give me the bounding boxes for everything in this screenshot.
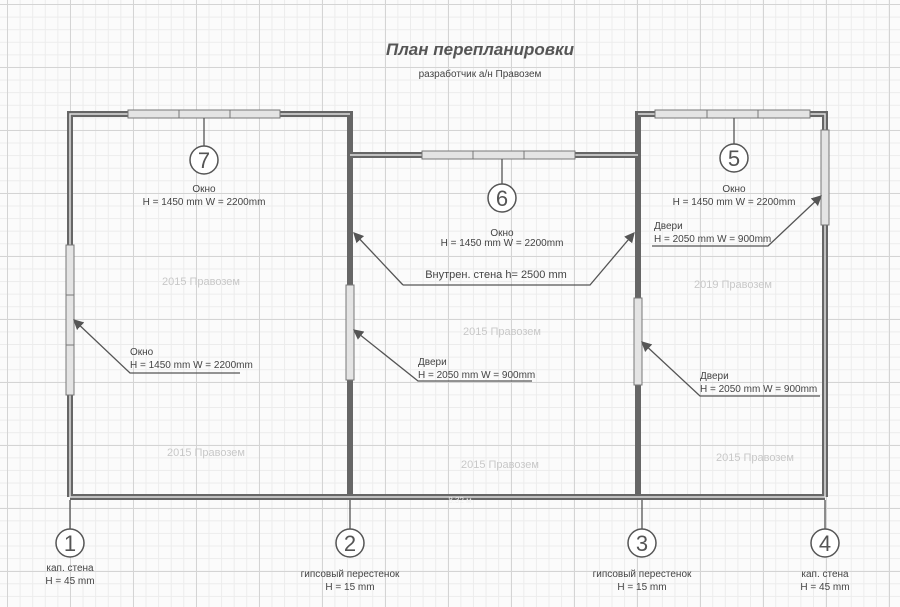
marker-6: 6: [496, 186, 508, 211]
window-7: [127, 109, 281, 119]
door-3-name: Двери: [700, 371, 729, 382]
watermark: 2015 Правозем: [463, 326, 541, 338]
walls: [67, 111, 828, 500]
labels: Окно H = 1450 mm W = 2200mm Окно H = 145…: [45, 184, 849, 593]
plan-title: План перепланировки: [386, 40, 575, 59]
door-4-name: Двери: [654, 221, 683, 232]
window-5-size: H = 1450 mm W = 2200mm: [673, 197, 796, 208]
door-2-name: Двери: [418, 357, 447, 368]
marker-1: 1: [64, 531, 76, 556]
wall-4-name: кап. стена: [801, 569, 849, 580]
leaders: [69, 118, 826, 529]
window-6: [421, 150, 576, 160]
window-left-size: H = 1450 mm W = 2200mm: [130, 360, 253, 371]
markers: 7 6 5 1 2 3 4: [55, 143, 840, 558]
wall-2-height: H = 15 mm: [325, 582, 374, 593]
watermark: 2019 Правозем: [694, 279, 772, 291]
wall-1-name: кап. стена: [46, 563, 94, 574]
wall-3-height: H = 15 mm: [617, 582, 666, 593]
window-6-size: H = 1450 mm W = 2200mm: [441, 238, 564, 249]
wall-2-name: гипсовый перестенок: [301, 569, 400, 580]
marker-5: 5: [728, 146, 740, 171]
door-2-size: H = 2050 mm W = 900mm: [418, 370, 535, 381]
window-6-name: Окно: [490, 228, 514, 239]
marker-7: 7: [198, 148, 210, 173]
watermark: 2015 Правозем: [167, 447, 245, 459]
marker-4: 4: [819, 531, 831, 556]
watermark: 2015 Правозем: [716, 452, 794, 464]
window-left-name: Окно: [130, 347, 154, 358]
wall-1-height: H = 45 mm: [45, 576, 94, 587]
window-5: [654, 109, 811, 119]
watermark: 2015 Правозем: [162, 276, 240, 288]
watermarks: 2015 Правозем 2015 Правозем 2015 Правозе…: [162, 276, 794, 471]
watermark: 2015 Правозем: [461, 459, 539, 471]
plan-subtitle: разработчик а/н Правозем: [419, 68, 542, 80]
door-wall-2: [345, 284, 355, 381]
door-wall-4: [820, 129, 830, 226]
dimension-label: 8.32 м: [448, 496, 471, 505]
internal-wall-label: Внутрен. стена h= 2500 mm: [425, 269, 567, 281]
door-3-size: H = 2050 mm W = 900mm: [700, 384, 817, 395]
wall-3-name: гипсовый перестенок: [593, 569, 692, 580]
window-7-size: H = 1450 mm W = 2200mm: [143, 197, 266, 208]
door-wall-3: [633, 297, 643, 386]
door-4-size: H = 2050 mm W = 900mm: [654, 234, 771, 245]
wall-4-height: H = 45 mm: [800, 582, 849, 593]
marker-3: 3: [636, 531, 648, 556]
window-7-name: Окно: [192, 184, 216, 195]
openings: [65, 109, 830, 396]
window-left: [65, 244, 75, 396]
marker-2: 2: [344, 531, 356, 556]
window-5-name: Окно: [722, 184, 746, 195]
